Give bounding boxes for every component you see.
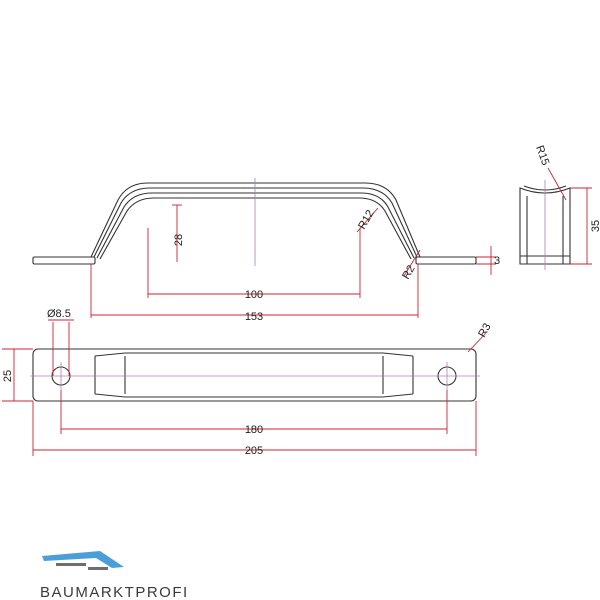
left-foot xyxy=(32,256,96,265)
radius-12-label: R12 xyxy=(356,208,376,231)
brand-logo: BAUMARKTPROFI xyxy=(40,551,189,600)
side-view-dimensions: 28 100 153 R12 R2 3 xyxy=(90,204,500,323)
end-view-dimensions: R15 35 xyxy=(533,144,600,265)
logo-roof-icon xyxy=(42,551,124,568)
top-view-grip-upper xyxy=(94,352,414,357)
dim-100-label: 100 xyxy=(245,289,263,301)
top-view xyxy=(30,348,480,402)
dim-180-label: 180 xyxy=(245,424,263,436)
handle-profile-innermost xyxy=(99,197,412,260)
radius-15-label: R15 xyxy=(533,144,551,167)
diameter-8-5-label: Ø8.5 xyxy=(47,308,71,320)
handle-profile-inner xyxy=(96,192,415,259)
logo-wordmark: BAUMARKTPROFI xyxy=(40,584,189,600)
dim-205-label: 205 xyxy=(245,445,263,457)
top-view-dimensions: Ø8.5 25 R3 180 205 xyxy=(2,308,494,457)
radius-2-label: R2 xyxy=(400,263,417,281)
end-view-body xyxy=(519,187,571,265)
top-view-outline xyxy=(32,348,477,402)
dim-28-label: 28 xyxy=(173,234,185,246)
side-view xyxy=(32,178,477,266)
top-view-grip-lower xyxy=(94,393,414,398)
right-foot xyxy=(415,256,477,265)
dim-3-label: 3 xyxy=(494,255,500,267)
radius-3-label: R3 xyxy=(476,321,493,339)
handle-profile-mid xyxy=(93,187,418,258)
dim-35-label: 35 xyxy=(590,220,600,232)
end-view xyxy=(519,180,571,270)
handle-profile-outer xyxy=(90,182,421,258)
dim-153-label: 153 xyxy=(245,311,263,323)
dim-25-label: 25 xyxy=(2,370,14,382)
